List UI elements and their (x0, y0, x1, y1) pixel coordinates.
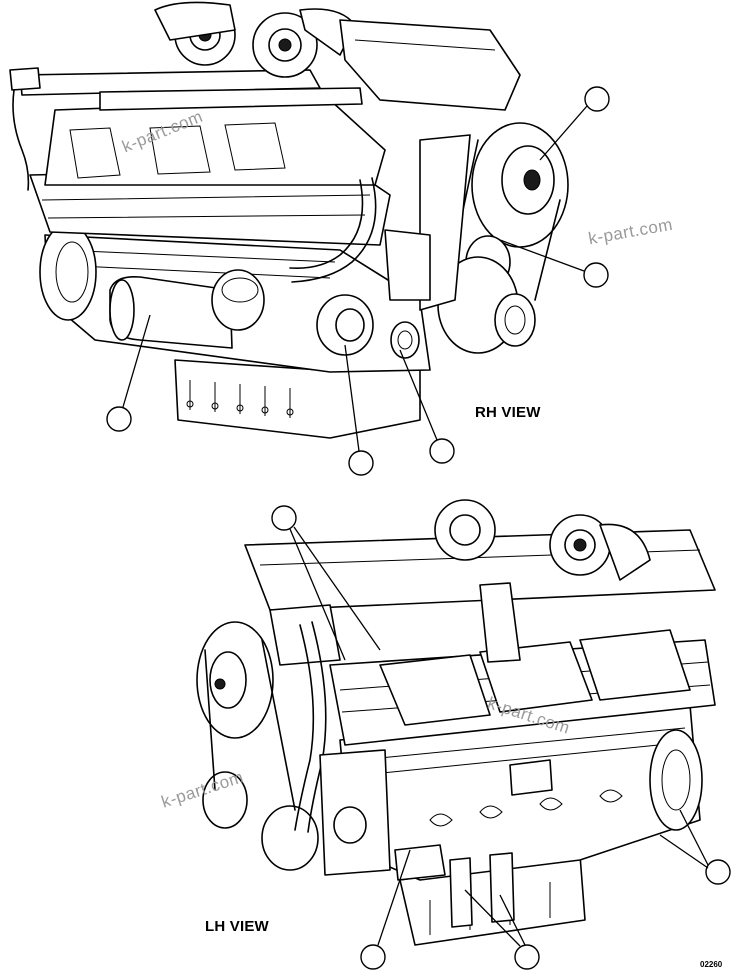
lh-pulleys (196, 621, 319, 871)
rh-view-engine (9, 1, 569, 439)
lh-callout-2 (705, 859, 731, 885)
rh-callout-4 (348, 450, 374, 476)
rh-callout-5 (429, 438, 455, 464)
rh-view-label: RH VIEW (475, 404, 541, 421)
rh-callout-2 (583, 262, 609, 288)
lh-callout-3 (360, 944, 386, 970)
rh-callout-3 (106, 406, 132, 432)
rh-pulleys (437, 122, 569, 354)
figure-id: 02260 (700, 960, 723, 969)
lh-callouts (271, 505, 731, 970)
lh-callout-4 (514, 944, 540, 970)
rh-callout-1 (584, 86, 610, 112)
lh-view-engine (196, 499, 716, 946)
rh-callouts (106, 86, 610, 476)
lh-callout-1 (271, 505, 297, 531)
lh-turbochargers (434, 499, 651, 581)
rh-turbochargers (154, 1, 356, 78)
lh-view-label: LH VIEW (205, 918, 269, 935)
